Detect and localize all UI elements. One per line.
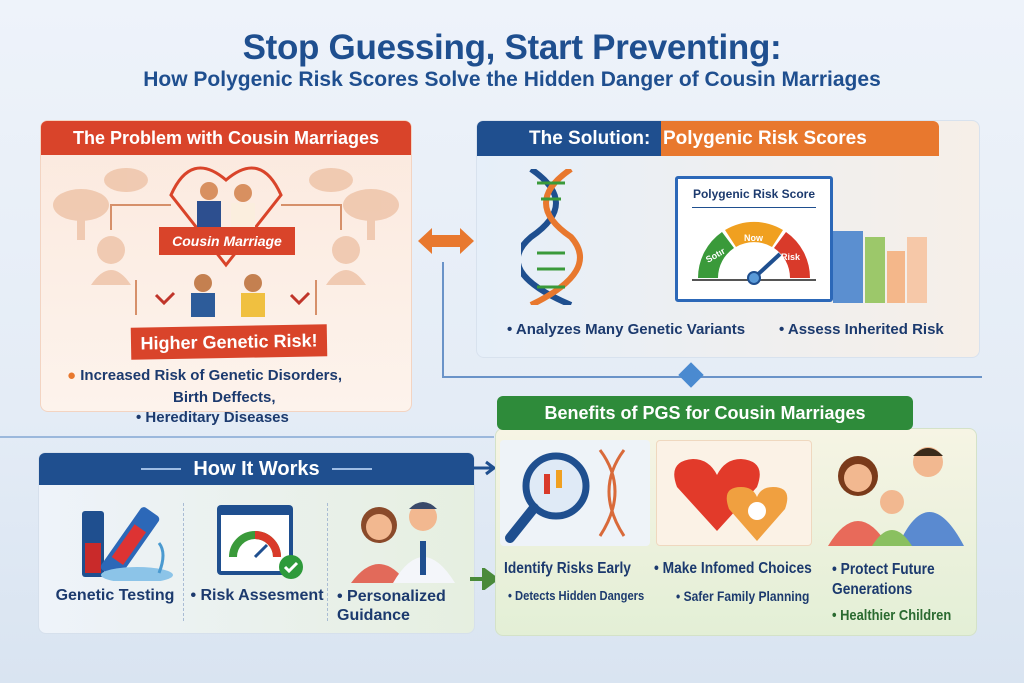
double-arrow-icon: [418, 228, 474, 254]
arrow-right-icon: [474, 460, 497, 476]
problem-bullet-2: Birth Deffects,: [173, 389, 276, 406]
cousin-marriage-banner: Cousin Marriage: [159, 227, 295, 255]
gauge-label-high: Risk: [781, 252, 801, 262]
problem-bullet-3: • Hereditary Diseases: [136, 409, 289, 426]
family-tree-illustration: [53, 166, 399, 317]
divider-line-left: [0, 436, 494, 438]
benefit-title-1: Identify Risks Early: [504, 560, 631, 577]
benefit-sub-1: • Detects Hidden Dangers: [508, 588, 645, 603]
benefit-card-3: [818, 440, 974, 546]
solution-panel: The Solution: Polygenic Risk Scores Poly…: [476, 120, 980, 358]
star-icon: [678, 362, 704, 388]
solution-header-a: The Solution:: [529, 128, 651, 149]
how-panel: How It Works Genetic Testing • Risk Asse…: [38, 452, 475, 634]
how-step-3: • Personalized Guidance: [337, 588, 446, 624]
benefit-title-3: • Protect Future Generations: [832, 561, 935, 598]
bar-chart-icon: [833, 231, 927, 303]
risk-gauge-icon: Sotır Now Risk: [692, 221, 816, 285]
how-step-1: Genetic Testing: [55, 587, 175, 604]
benefit-sub-2: • Safer Family Planning: [676, 588, 810, 604]
main-title: Stop Guessing, Start Preventing:: [242, 28, 782, 67]
subtitle: How Polygenic Risk Scores Solve the Hidd…: [143, 68, 881, 91]
green-arrow-icon: [470, 568, 500, 590]
benefit-card-2: [656, 440, 812, 546]
how-step-2: • Risk Assesment: [190, 587, 324, 604]
solution-bullet-2: • Assess Inherited Risk: [779, 321, 944, 338]
heart-icon: [674, 459, 788, 541]
magnifier-dna-icon: [505, 449, 626, 543]
test-tube-icon: [82, 507, 173, 581]
higher-risk-banner: Higher Genetic Risk!: [130, 324, 328, 360]
doctor-patient-icon: [351, 502, 455, 583]
prs-card: Polygenic Risk Score Sotır Now Risk: [675, 176, 833, 302]
divider-line: [442, 376, 982, 378]
how-header: How It Works: [39, 453, 474, 485]
connector-line: [442, 262, 444, 377]
solution-header-b: Polygenic Risk Scores: [663, 128, 867, 149]
problem-header: The Problem with Cousin Marriages: [41, 121, 411, 155]
benefits-header: Benefits of PGS for Cousin Marriages: [497, 396, 913, 430]
problem-panel: The Problem with Cousin Marriages Cousin…: [40, 120, 412, 412]
bullet-icon: ●: [67, 367, 81, 384]
gauge-label-mid: Now: [744, 233, 764, 243]
solution-bullet-1: • Analyzes Many Genetic Variants: [507, 321, 746, 338]
benefit-sub-3: • Healthier Children: [832, 607, 952, 624]
problem-bullet-1: ● Increased Risk of Genetic Disorders,: [67, 367, 343, 384]
benefit-card-1: [500, 440, 650, 546]
dna-helix-icon: [521, 169, 583, 305]
prs-card-title: Polygenic Risk Score: [692, 187, 816, 201]
family-icon: [828, 447, 964, 546]
benefit-title-2: • Make Infomed Choices: [654, 560, 812, 577]
gauge-screen-icon: [217, 505, 303, 579]
